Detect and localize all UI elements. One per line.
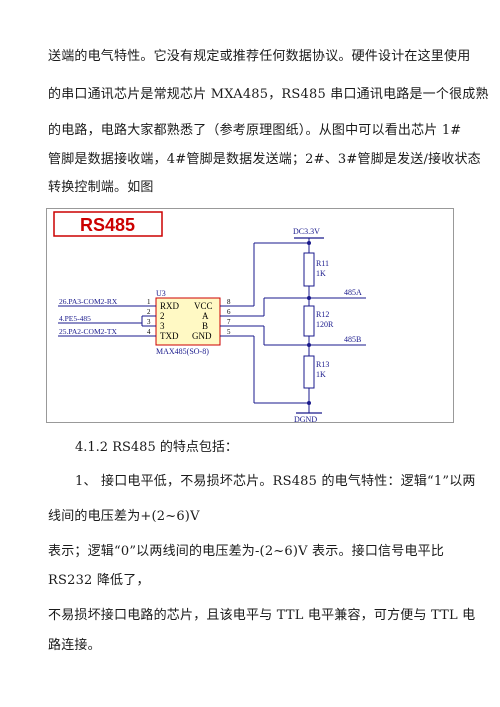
pin-number: 7 [227, 318, 231, 326]
pin-number: 4 [147, 328, 151, 336]
pin-name: GND [192, 331, 212, 341]
resistor-ref: R12 [316, 310, 329, 319]
pin-number: 3 [147, 318, 151, 326]
pin-number: 2 [147, 308, 151, 316]
net-label: 25.PA2-COM2-TX [59, 327, 117, 336]
junction-dot [307, 343, 311, 347]
ground-label: DGND [294, 415, 317, 423]
chip-name: MAX485(SO-8) [156, 347, 209, 356]
text-line: 的电路，电路大家都熟悉了（参考原理图纸）。从图中可以看出芯片 1# [48, 123, 462, 138]
text-line: 线间的电压差为+(2~6)V [48, 509, 200, 524]
schematic-title: RS485 [80, 215, 135, 235]
title-box [53, 211, 163, 237]
pin-name: B [202, 321, 208, 331]
net-label-b: 485B [344, 335, 361, 344]
resistor-value: 120R [316, 320, 334, 329]
chip-body [155, 297, 221, 346]
resistor-r12 [303, 305, 315, 337]
text-line: 表示；逻辑“0”以两线间的电压差为-(2~6)V 表示。接口信号电平比 [48, 544, 445, 559]
pin-name: RXD [160, 301, 180, 311]
power-label: DC3.3V [293, 227, 320, 236]
resistor-r13 [303, 355, 315, 389]
resistor-value: 1K [316, 269, 326, 278]
text-line: 的串口通讯芯片是常规芯片 MXA485，RS485 串口通讯电路是一个很成熟 [48, 87, 489, 102]
net-label: 4.PE5-485 [59, 314, 91, 323]
wires [58, 238, 366, 413]
resistor-ref: R13 [316, 360, 329, 369]
pin-name: TXD [160, 331, 179, 341]
junction-dot [307, 241, 311, 245]
net-label-a: 485A [344, 288, 362, 297]
text-line: 路连接。 [48, 638, 101, 653]
resistor-ref: R11 [316, 259, 329, 268]
resistor-r11 [303, 252, 315, 287]
pin-number: 6 [227, 308, 231, 316]
pin-name: VCC [194, 301, 213, 311]
chip-ref: U3 [156, 289, 166, 298]
pin-name: 3 [160, 321, 165, 331]
text-line: 送端的电气特性。它没有规定或推荐任何数据协议。硬件设计在这里使用 [48, 49, 471, 64]
text-line: 不易损坏接口电路的芯片，且该电平与 TTL 电平兼容，可方便与 TTL 电 [48, 608, 476, 623]
junction-dot [307, 401, 311, 405]
pin-number: 8 [227, 298, 231, 306]
pin-number: 5 [227, 328, 231, 336]
text-line: 转换控制端。如图 [48, 180, 154, 195]
pin-name: A [202, 311, 209, 321]
resistor-value: 1K [316, 370, 326, 379]
text-line: 管脚是数据接收端，4#管脚是数据发送端；2#、3#管脚是发送/接收状态 [48, 152, 481, 167]
text-line: RS232 降低了， [48, 573, 150, 588]
section-heading: 4.1.2 RS485 的特点包括： [75, 440, 238, 455]
text-line: 1、 接口电平低，不易损坏芯片。RS485 的电气特性：逻辑“1”以两 [75, 474, 476, 489]
pin-name: 2 [160, 311, 165, 321]
junction-dot [307, 296, 311, 300]
rs485-schematic: RS485 U3 MAX485(SO-8) RXD 2 3 TXD VCC A … [46, 208, 454, 423]
pin-number: 1 [147, 298, 151, 306]
net-label: 26.PA3-COM2-RX [59, 297, 118, 306]
